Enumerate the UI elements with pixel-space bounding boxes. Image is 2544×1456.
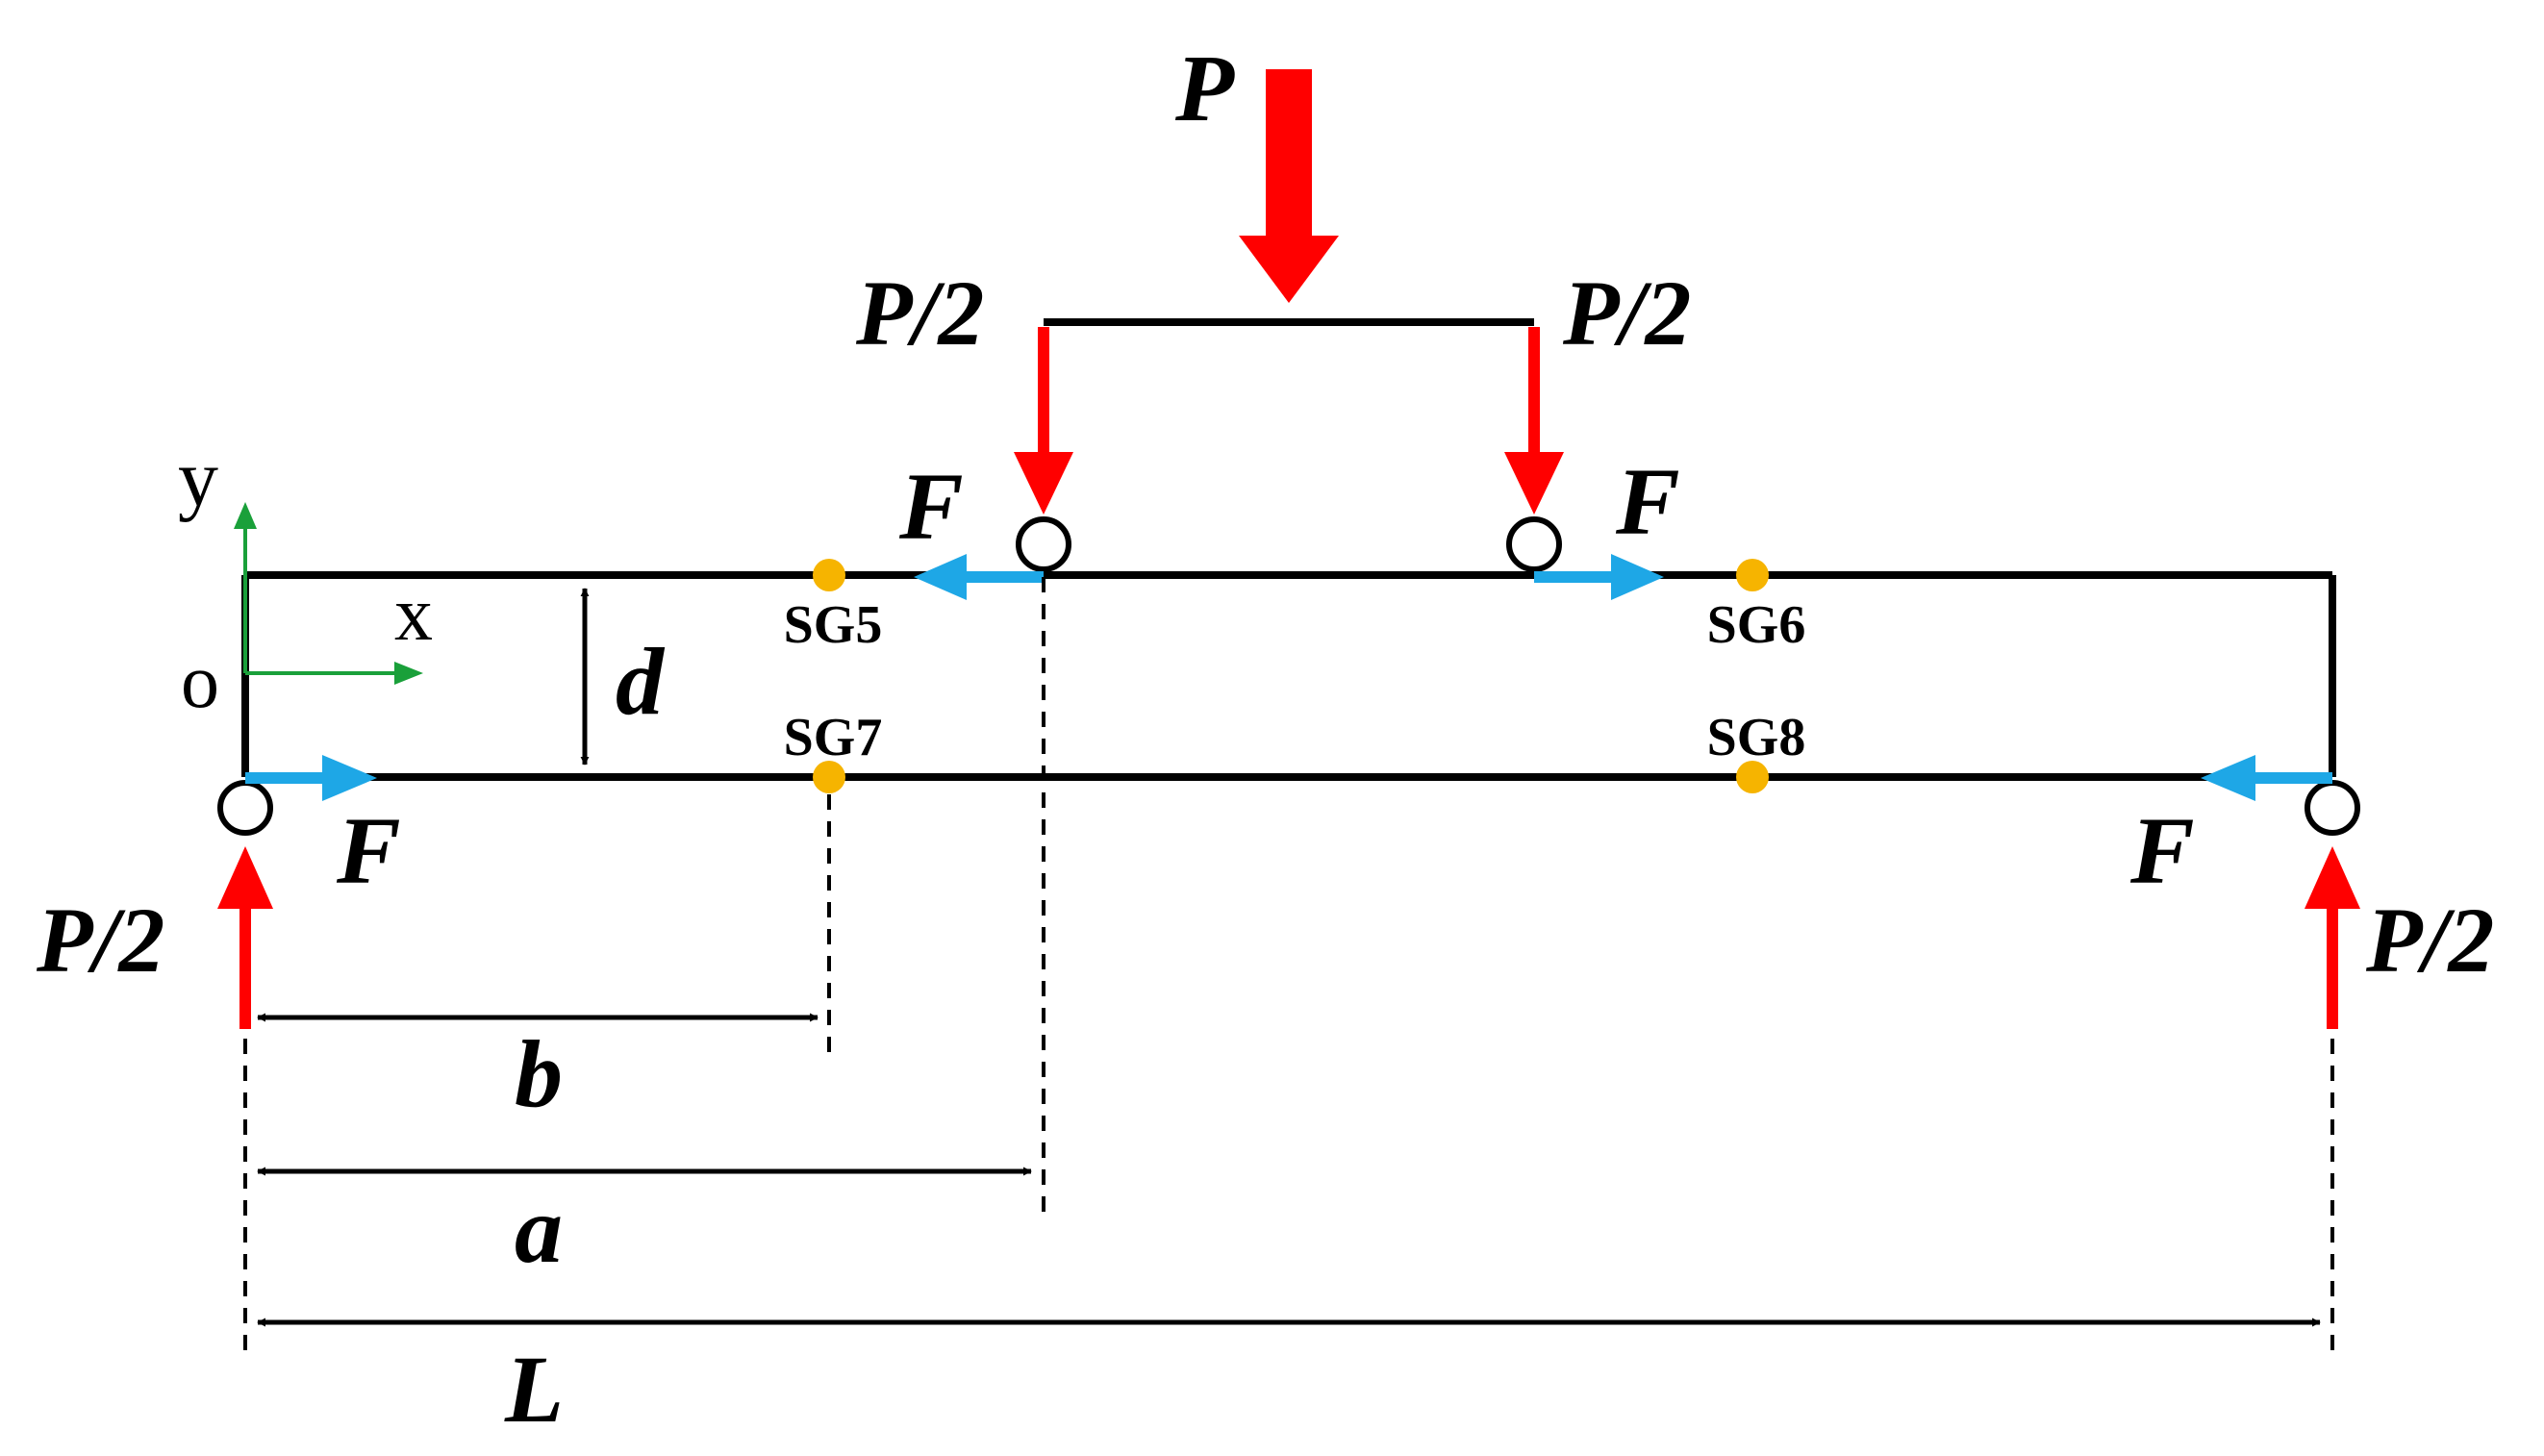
depth-label: d (616, 628, 666, 735)
beam (241, 571, 2336, 781)
reaction-right-label: P/2 (2365, 889, 2494, 992)
reaction-right-arrow (2305, 846, 2360, 1029)
gauge-sg7-dot (813, 761, 845, 793)
half-load-right-arrow (1504, 327, 1564, 515)
gauge-sg5-dot (813, 559, 845, 591)
dim-a-label: a (515, 1176, 563, 1283)
load-P-label: P (1174, 35, 1235, 141)
load-P-arrow (1239, 69, 1339, 303)
coordinate-axes (234, 502, 423, 685)
origin-label: o (181, 640, 219, 724)
reaction-left-label: P/2 (36, 889, 164, 992)
projection-lines (243, 577, 2334, 1356)
gauge-sg8-label: SG8 (1707, 708, 1806, 767)
force-bottom-right-label: F (2129, 797, 2195, 904)
force-bottom-left-arrow (245, 755, 377, 801)
reaction-left-arrow (217, 846, 273, 1029)
roller-top-right (1506, 516, 1562, 572)
dim-b-label: b (515, 1020, 563, 1127)
dim-L-label: L (504, 1336, 564, 1443)
force-top-left-label: F (898, 453, 964, 560)
axis-y-label: y (178, 434, 218, 523)
force-bottom-right-arrow (2201, 755, 2332, 801)
gauge-sg8-dot (1736, 761, 1769, 793)
half-load-left-label: P/2 (855, 262, 984, 364)
gauge-sg5-label: SG5 (784, 595, 883, 655)
axis-x-label: x (394, 572, 433, 657)
roller-support-left (217, 780, 273, 836)
gauge-sg7-label: SG7 (784, 708, 883, 767)
force-top-right-label: F (1615, 448, 1680, 555)
force-top-left-arrow (914, 554, 1044, 600)
gauge-sg6-label: SG6 (1707, 595, 1806, 655)
roller-top-left (1016, 516, 1071, 572)
half-load-right-label: P/2 (1562, 262, 1691, 364)
gauge-sg6-dot (1736, 559, 1769, 591)
force-top-right-arrow (1534, 554, 1664, 600)
force-bottom-left-label: F (336, 797, 401, 904)
roller-support-right (2305, 780, 2360, 836)
half-load-left-arrow (1014, 327, 1073, 515)
